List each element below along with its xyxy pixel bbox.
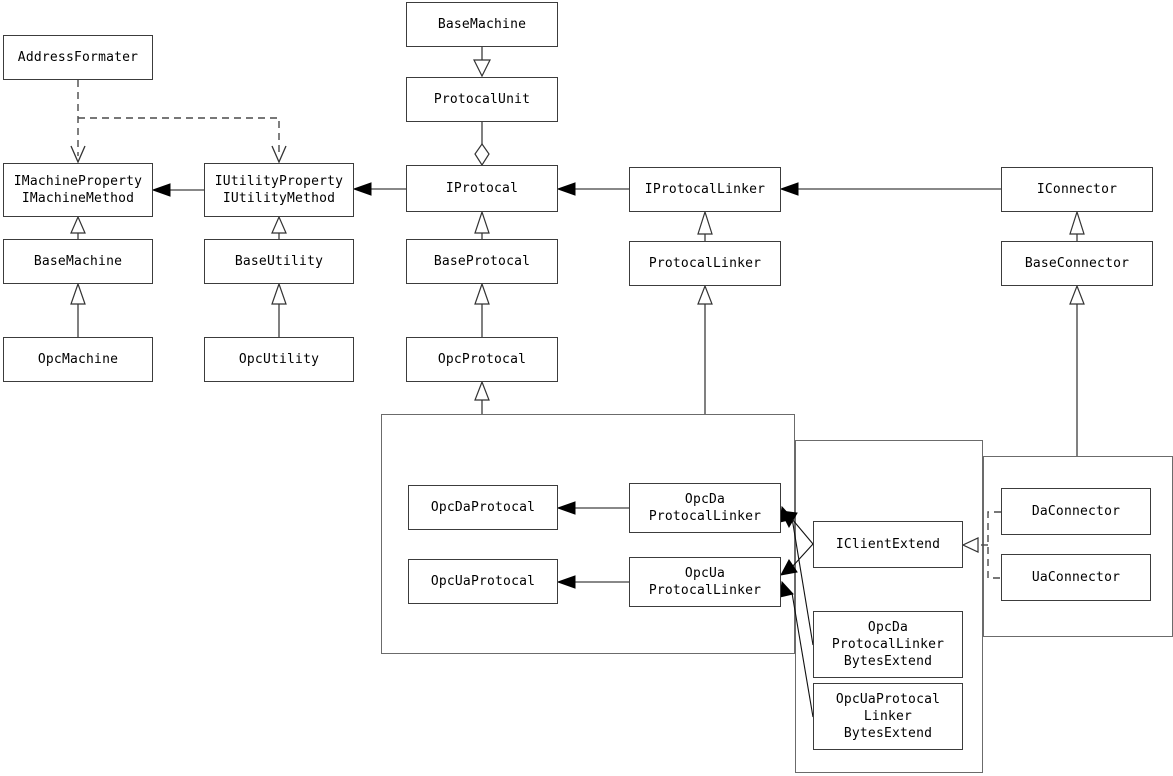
class-box-opc-da-protocal-linker-bytes-extend[interactable]: OpcDa ProtocalLinker BytesExtend bbox=[813, 611, 963, 678]
relation-base-machine-to-protocal-unit bbox=[473, 47, 491, 78]
class-box-opc-ua-protocal-linker[interactable]: OpcUa ProtocalLinker bbox=[629, 557, 781, 607]
class-box-iutility-property-method[interactable]: IUtilityProperty IUtilityMethod bbox=[204, 163, 354, 217]
relation-group-to-protocal-linker bbox=[697, 284, 713, 414]
class-box-base-protocal[interactable]: BaseProtocal bbox=[406, 239, 558, 284]
relation-iprotocal-to-iutility bbox=[352, 182, 406, 196]
class-box-opc-da-protocal[interactable]: OpcDaProtocal bbox=[408, 485, 558, 530]
relation-opc-protocal-to-base-protocal bbox=[474, 282, 490, 337]
class-box-iprotocal[interactable]: IProtocal bbox=[406, 165, 558, 212]
relation-base-machine-to-imachine bbox=[70, 215, 86, 239]
relation-iprotocal-linker-to-iprotocal bbox=[556, 182, 629, 196]
relation-opc-machine-to-base-machine bbox=[70, 282, 86, 337]
class-box-address-formater[interactable]: AddressFormater bbox=[3, 35, 153, 80]
class-box-imachine-property-method[interactable]: IMachineProperty IMachineMethod bbox=[3, 163, 153, 217]
class-box-protocal-linker[interactable]: ProtocalLinker bbox=[629, 241, 781, 286]
class-box-base-machine[interactable]: BaseMachine bbox=[3, 239, 153, 284]
class-box-ua-connector[interactable]: UaConnector bbox=[1001, 554, 1151, 601]
relation-address-formater-to-imachine bbox=[70, 80, 86, 164]
relation-connectors-group-to-base-connector bbox=[1069, 284, 1085, 456]
class-box-opc-machine[interactable]: OpcMachine bbox=[3, 337, 153, 382]
class-box-base-utility[interactable]: BaseUtility bbox=[204, 239, 354, 284]
class-box-opc-ua-protocal[interactable]: OpcUaProtocal bbox=[408, 559, 558, 604]
group-opc-protocal-impl bbox=[381, 414, 795, 654]
relation-base-protocal-to-iprotocal bbox=[474, 210, 490, 239]
class-box-iprotocal-linker[interactable]: IProtocalLinker bbox=[629, 167, 781, 212]
class-box-opc-ua-protocal-linker-bytes-extend[interactable]: OpcUaProtocal Linker BytesExtend bbox=[813, 683, 963, 750]
class-box-protocal-unit[interactable]: ProtocalUnit bbox=[406, 77, 558, 122]
group-connectors bbox=[983, 456, 1173, 637]
class-box-iconnector[interactable]: IConnector bbox=[1001, 167, 1153, 212]
relation-iconnector-to-iprotocal-linker bbox=[779, 182, 1001, 196]
relation-address-formater-to-iutility bbox=[78, 117, 287, 164]
relation-protocal-linker-to-iprotocal-linker bbox=[697, 210, 713, 241]
relation-iutility-to-imachine bbox=[151, 183, 204, 197]
class-box-opc-protocal[interactable]: OpcProtocal bbox=[406, 337, 558, 382]
relation-base-connector-to-iconnector bbox=[1069, 210, 1085, 241]
relation-group-to-opc-protocal bbox=[474, 380, 490, 414]
relation-base-utility-to-iutility bbox=[271, 215, 287, 239]
class-box-opc-utility[interactable]: OpcUtility bbox=[204, 337, 354, 382]
class-box-opc-da-protocal-linker[interactable]: OpcDa ProtocalLinker bbox=[629, 483, 781, 533]
relation-opc-utility-to-base-utility bbox=[271, 282, 287, 337]
class-box-base-connector[interactable]: BaseConnector bbox=[1001, 241, 1153, 286]
class-box-base-machine-top[interactable]: BaseMachine bbox=[406, 2, 558, 47]
class-box-da-connector[interactable]: DaConnector bbox=[1001, 488, 1151, 535]
relation-protocal-unit-to-iprotocal bbox=[474, 122, 490, 167]
class-box-iclient-extend[interactable]: IClientExtend bbox=[813, 521, 963, 568]
